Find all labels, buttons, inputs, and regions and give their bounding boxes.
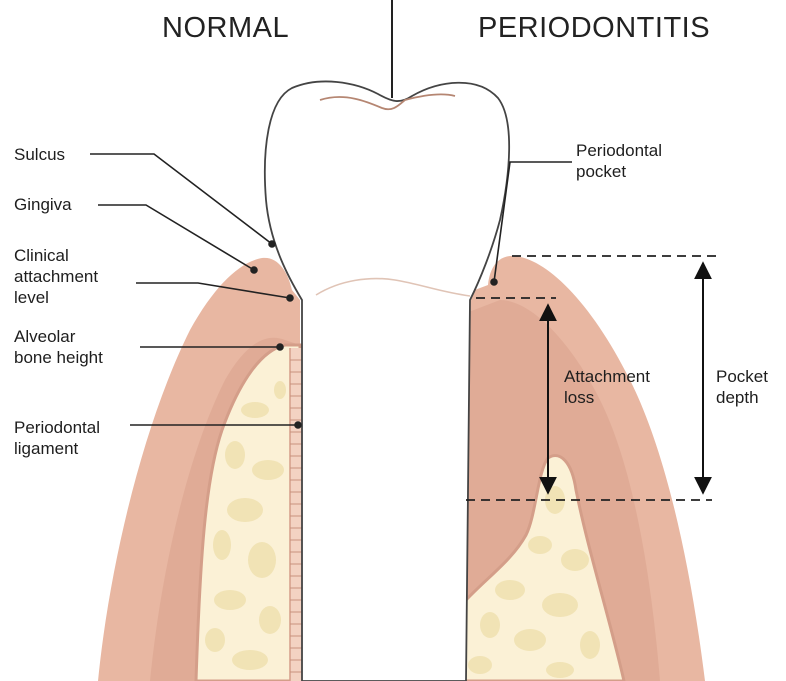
label-periodontal-ligament: Periodontal ligament	[14, 417, 100, 459]
label-sulcus: Sulcus	[14, 144, 65, 165]
label-gingiva: Gingiva	[14, 194, 72, 215]
label-periodontal-pocket: Periodontal pocket	[576, 140, 662, 182]
title-periodontitis: PERIODONTITIS	[478, 12, 710, 45]
label-attachment-loss: Attachment loss	[564, 366, 650, 408]
title-normal: NORMAL	[162, 12, 289, 45]
label-clinical-attachment-level: Clinical attachment level	[14, 245, 98, 308]
sulcus-leader	[90, 154, 272, 244]
gingiva-leader	[98, 205, 254, 270]
label-alveolar-bone-height: Alveolar bone height	[14, 326, 103, 368]
normal-periodontal-ligament	[290, 348, 302, 681]
label-pocket-depth: Pocket depth	[716, 366, 768, 408]
